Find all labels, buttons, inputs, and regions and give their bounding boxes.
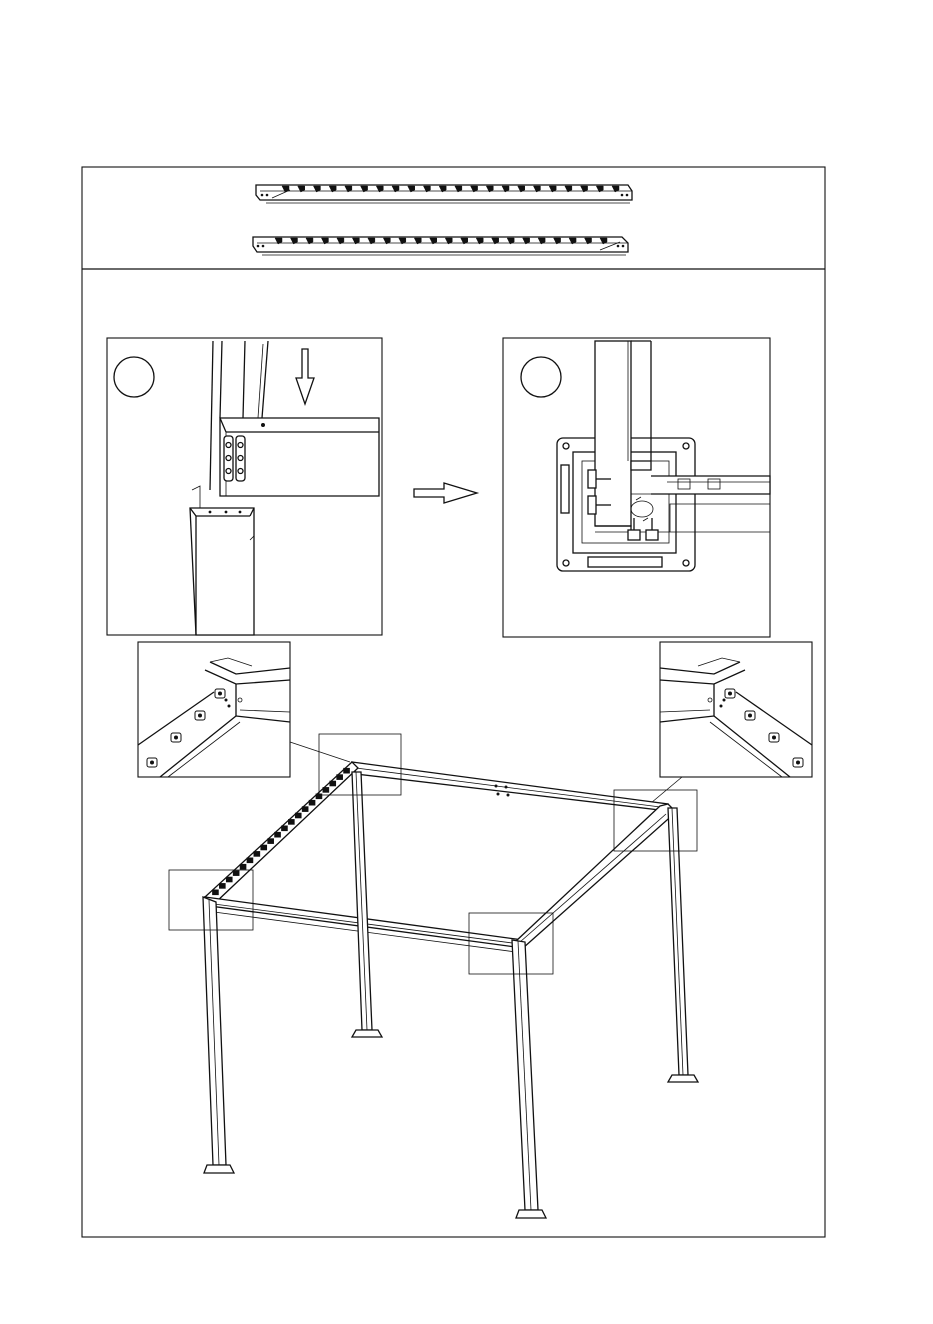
bracket-bolt xyxy=(796,761,800,765)
louvre-bracket xyxy=(240,864,246,869)
bracket-bolt xyxy=(748,714,752,718)
detail-1 xyxy=(107,338,382,635)
louvre-bracket xyxy=(261,845,267,850)
louvre-beam-upper xyxy=(256,185,632,203)
louvre-bracket xyxy=(323,787,329,792)
louvre-beam-lower xyxy=(253,237,628,255)
bracket-bolt xyxy=(218,692,222,696)
louvre-bracket xyxy=(226,877,232,882)
louvre-bracket xyxy=(288,819,294,824)
louvre-bracket xyxy=(254,851,260,856)
louvre-bracket xyxy=(295,813,301,818)
detail-2 xyxy=(503,338,770,637)
corner-inset-right xyxy=(660,642,812,777)
louvre-bracket xyxy=(309,800,315,805)
bracket-bolt xyxy=(728,692,732,696)
louvre-bracket xyxy=(212,890,218,895)
louvre-bracket xyxy=(337,775,343,780)
step-circle-2 xyxy=(521,357,561,397)
louvre-bracket xyxy=(281,826,287,831)
louvre-bracket xyxy=(219,883,225,888)
bracket-bolt xyxy=(198,714,202,718)
bracket-bolt xyxy=(174,736,178,740)
louvre-bracket xyxy=(233,871,239,876)
louvre-bracket xyxy=(275,832,281,837)
step-circle-1 xyxy=(114,357,154,397)
corner-inset-left xyxy=(138,642,290,777)
louvre-bracket xyxy=(302,807,308,812)
louvre-bracket xyxy=(247,858,253,863)
louvre-bracket xyxy=(344,768,350,773)
bracket-bolt xyxy=(150,761,154,765)
louvre-bracket xyxy=(330,781,336,786)
louvre-bracket xyxy=(268,839,274,844)
bracket-bolt xyxy=(772,736,776,740)
